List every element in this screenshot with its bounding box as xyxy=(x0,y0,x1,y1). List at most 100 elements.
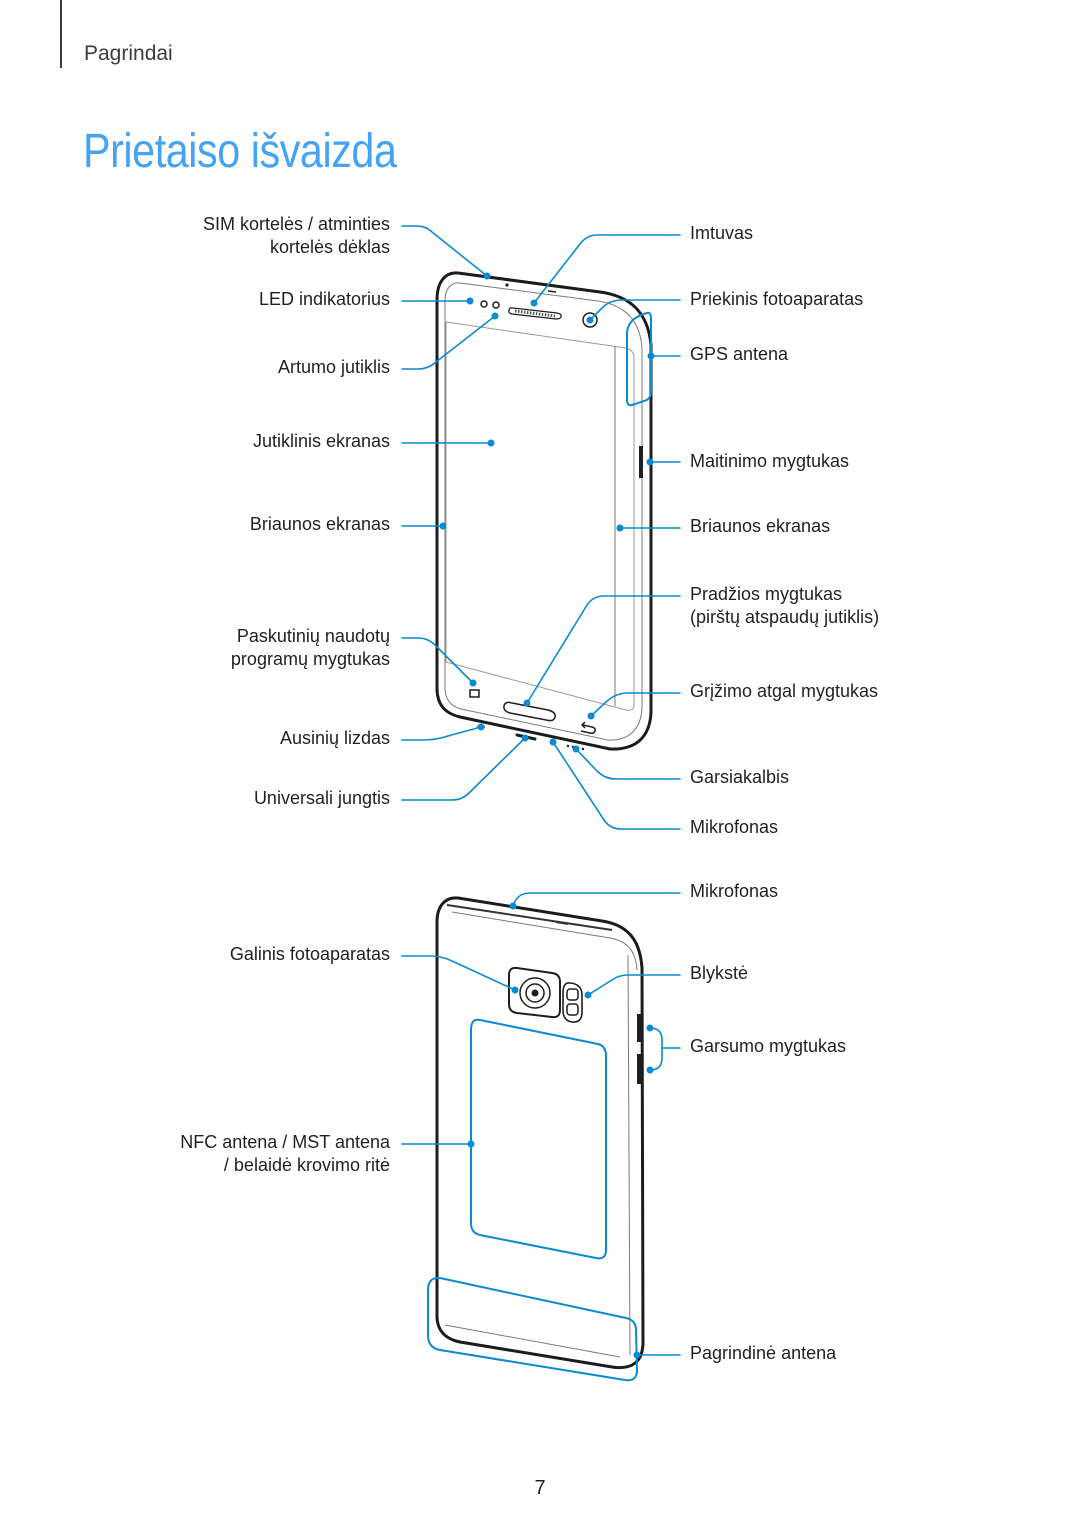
volume-up-key xyxy=(637,1014,641,1042)
callout-speaker xyxy=(575,748,681,780)
flash-led-icon xyxy=(566,988,579,1001)
label-back-key: Grįžimo atgal mygtukas xyxy=(690,680,878,703)
label-gps-antenna: GPS antena xyxy=(690,343,788,366)
label-headset-jack: Ausinių lizdas xyxy=(280,727,390,750)
label-line: Mikrofonas xyxy=(690,881,779,901)
front-phone-drawing xyxy=(435,271,653,751)
callout-proximity xyxy=(401,315,496,370)
callout-dot xyxy=(633,1351,641,1359)
label-volume-key: Garsumo mygtukas xyxy=(690,1035,846,1058)
label-line: Pradžios mygtukas xyxy=(690,584,843,604)
home-button xyxy=(503,701,556,722)
back-top-frame xyxy=(451,911,638,971)
label-line: Universali jungtis xyxy=(253,788,390,808)
label-line: Maitinimo mygtukas xyxy=(690,451,850,471)
power-key xyxy=(639,446,643,478)
label-bottom-microphone: Mikrofonas xyxy=(690,816,778,839)
proximity-sensor-icon xyxy=(480,300,488,308)
callout-recents-key xyxy=(401,637,474,684)
label-line: Priekinis fotoaparatas xyxy=(690,289,864,309)
callout-dot xyxy=(616,524,624,532)
back-bottom-rim xyxy=(444,1324,621,1358)
back-top-detail xyxy=(555,921,569,925)
callout-dot xyxy=(587,712,595,720)
label-line: Jutiklinis ekranas xyxy=(252,431,390,451)
rear-camera-icon xyxy=(531,989,539,997)
callout-rear-camera xyxy=(401,955,516,991)
label-home-key: Pradžios mygtukas (pirštų atspaudų jutik… xyxy=(690,583,879,629)
callout-home-key xyxy=(526,595,681,704)
callout-dot xyxy=(586,316,594,324)
label-line: GPS antena xyxy=(690,344,789,364)
header-divider xyxy=(60,0,62,68)
callout-dot xyxy=(483,272,491,280)
nfc-antenna-outline xyxy=(470,1018,607,1260)
label-line: kortelės dėklas xyxy=(269,237,390,257)
label-front-camera: Priekinis fotoaparatas xyxy=(690,288,863,311)
callout-receiver xyxy=(533,234,681,304)
callout-dot xyxy=(439,522,447,530)
callout-dot xyxy=(477,723,485,731)
label-receiver: Imtuvas xyxy=(690,222,753,245)
callout-dot xyxy=(572,745,580,753)
label-line: Mikrofonas xyxy=(690,817,779,837)
back-key-icon xyxy=(580,721,596,734)
label-line: Briaunos ekranas xyxy=(249,514,390,534)
page-title: Prietaiso išvaizda xyxy=(83,125,397,178)
label-line: Briaunos ekranas xyxy=(690,516,831,536)
callout-dot xyxy=(646,458,654,466)
main-antenna-outline xyxy=(427,1276,639,1382)
label-nfc-antenna: NFC antena / MST antena / belaidė krovim… xyxy=(180,1131,390,1177)
back-phone-body xyxy=(435,896,645,1370)
label-usb-connector: Universali jungtis xyxy=(254,787,390,810)
callout-back-key xyxy=(590,692,681,717)
callout-dot xyxy=(509,902,517,910)
label-sim-tray: SIM kortelės / atminties kortelės dėklas xyxy=(203,213,390,259)
callout-dot xyxy=(530,299,538,307)
top-edge-detail xyxy=(547,290,557,293)
label-rear-camera: Galinis fotoaparatas xyxy=(230,943,390,966)
label-line: programų mygtukas xyxy=(230,649,390,669)
rear-camera-lens xyxy=(525,983,545,1003)
label-power-key: Maitinimo mygtukas xyxy=(690,450,849,473)
label-line: / belaidė krovimo ritė xyxy=(223,1155,390,1175)
label-line: SIM kortelės / atminties xyxy=(202,214,390,234)
label-line: Blykstė xyxy=(690,963,749,983)
callout-dot xyxy=(467,1140,475,1148)
label-line: (pirštų atspaudų jutiklis) xyxy=(690,607,880,627)
gps-antenna-outline xyxy=(626,311,652,407)
front-glass-edge xyxy=(444,282,643,741)
callout-front-camera xyxy=(589,299,681,321)
label-recents-key: Paskutinių naudotų programų mygtukas xyxy=(231,625,390,671)
callout-lines xyxy=(401,225,681,1359)
label-line: LED indikatorius xyxy=(258,289,390,309)
label-line: NFC antena / MST antena xyxy=(180,1132,390,1152)
label-flash: Blykstė xyxy=(690,962,748,985)
label-main-antenna: Pagrindinė antena xyxy=(690,1342,836,1365)
label-line: Galinis fotoaparatas xyxy=(229,944,390,964)
recents-key-icon xyxy=(469,689,480,698)
rear-camera-ring xyxy=(519,977,551,1009)
callout-dot xyxy=(584,991,592,999)
top-mic-hole xyxy=(505,283,509,287)
page-number: 7 xyxy=(534,1477,546,1499)
touch-screen-area xyxy=(445,321,635,711)
section-name: Pagrindai xyxy=(84,42,173,65)
callout-dot xyxy=(646,1066,654,1074)
label-touch-screen: Jutiklinis ekranas xyxy=(253,430,390,453)
back-right-edge xyxy=(627,954,631,1356)
label-line: Garsiakalbis xyxy=(690,767,790,787)
callout-dot xyxy=(521,734,529,742)
callout-dot xyxy=(487,439,495,447)
label-line: Imtuvas xyxy=(690,223,754,243)
callout-top-mic xyxy=(512,892,681,907)
label-led-indicator: LED indikatorius xyxy=(259,288,390,311)
callout-dot xyxy=(491,312,499,320)
callout-bottom-mic xyxy=(552,741,681,830)
label-line: Artumo jutiklis xyxy=(277,357,390,377)
back-phone-drawing xyxy=(427,896,645,1382)
callout-sim-tray xyxy=(401,225,488,277)
label-line: Grįžimo atgal mygtukas xyxy=(690,681,879,701)
